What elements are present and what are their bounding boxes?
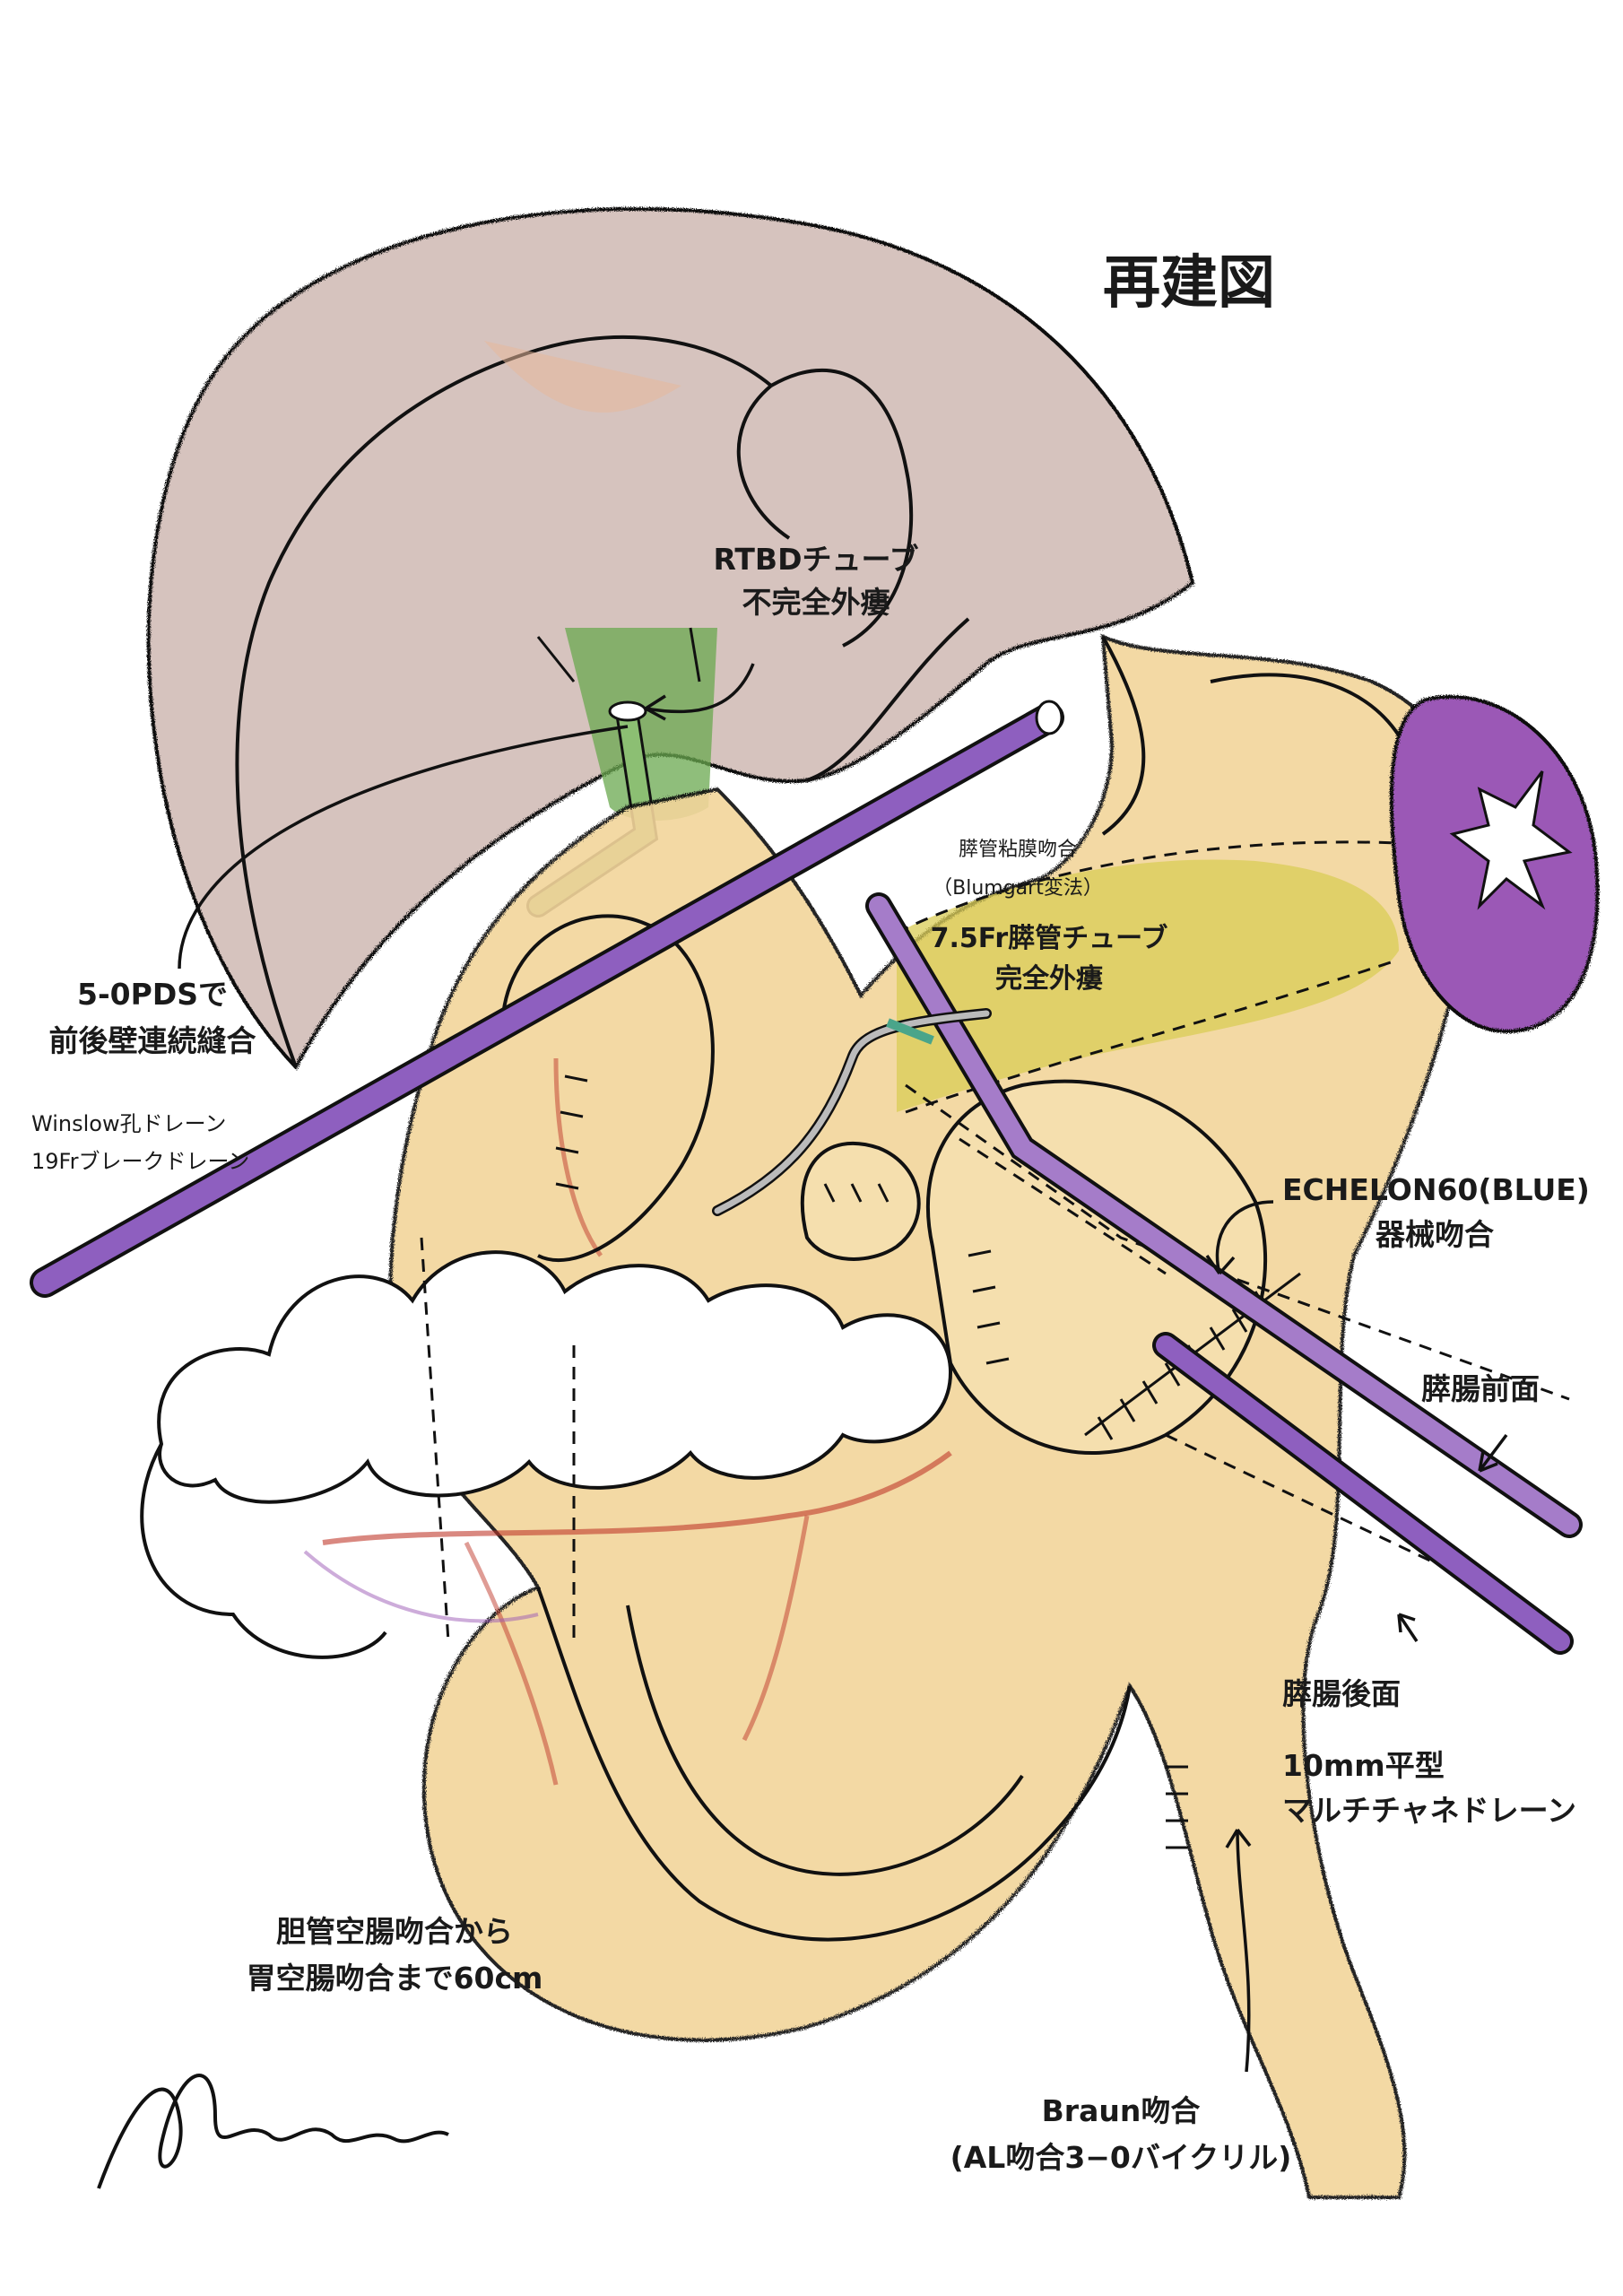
pancreatic-anastomosis-label: 膵管粘膜吻合 （Blumgart変法） bbox=[906, 839, 1130, 900]
pancreatic-drain-posterior bbox=[1152, 1332, 1574, 1655]
pancreatic-anastomosis-line1: 膵管粘膜吻合 bbox=[958, 839, 1077, 861]
winslow-label-line2: 19Frブレークドレーン bbox=[31, 1148, 250, 1174]
diagram-title: 再建図 bbox=[1103, 250, 1275, 317]
braun-anastomosis-label: Braun吻合 (AL吻合3−0バイクリル) bbox=[942, 2094, 1300, 2175]
pancreas bbox=[896, 840, 1400, 1114]
pancreatic-anastomosis-line2: （Blumgart変法） bbox=[933, 877, 1103, 900]
echelon-label-line1: ECHELON60(BLUE) bbox=[1282, 1172, 1590, 1207]
loop-length-line1: 胆管空腸吻合から bbox=[276, 1914, 513, 1949]
drain-label-line2: マルチチャネドレーン bbox=[1282, 1792, 1577, 1828]
signature bbox=[97, 2074, 449, 2189]
pancreatic-duct-tube-line2: 完全外瘻 bbox=[995, 962, 1103, 995]
pancreatic-duct-tube bbox=[712, 1008, 992, 1216]
rtbd-label-line1: RTBDチューブ bbox=[713, 542, 919, 577]
multichannel-drain-label: 10mm平型 マルチチャネドレーン bbox=[1282, 1749, 1576, 1828]
suture-marks bbox=[555, 1074, 1188, 1849]
rtbd-label-line2: 不完全外瘻 bbox=[742, 584, 890, 620]
pancreatic-duct-tube-label: 7.5Fr膵管チューブ 完全外瘻 bbox=[915, 923, 1184, 995]
spleen bbox=[1389, 694, 1600, 1034]
braun-label-line1: Braun吻合 bbox=[1041, 2093, 1201, 2128]
pancreaticojejunal-posterior-label: 膵腸後面 bbox=[1282, 1676, 1401, 1711]
winslow-drain bbox=[30, 700, 1064, 1298]
echelon-anastomosis-label: ECHELON60(BLUE) 器械吻合 bbox=[1282, 1172, 1590, 1252]
annotation-arrows bbox=[178, 663, 1508, 2073]
loop-length-label: 胆管空腸吻合から 胃空腸吻合まで60cm bbox=[233, 1915, 556, 1996]
rtbd-tube-label: RTBDチューブ 不完全外瘻 bbox=[681, 543, 950, 620]
pds-label-line1: 5-0PDSで bbox=[77, 977, 228, 1012]
pancreaticojejunal-anterior-label: 膵腸前面 bbox=[1421, 1371, 1540, 1406]
pancreatic-drain-anterior bbox=[865, 892, 1583, 1538]
drain-label-line1: 10mm平型 bbox=[1282, 1748, 1445, 1783]
jejunal-loop bbox=[500, 914, 1132, 1942]
transverse-colon bbox=[140, 1250, 953, 1659]
pds-label-line2: 前後壁連続縫合 bbox=[48, 1022, 256, 1058]
winslow-drain-label: Winslow孔ドレーン 19Frブレークドレーン bbox=[31, 1111, 250, 1174]
echelon-label-line2: 器械吻合 bbox=[1376, 1216, 1494, 1252]
mesenteric-vessels bbox=[303, 1057, 952, 1786]
winslow-label-line1: Winslow孔ドレーン bbox=[31, 1111, 227, 1136]
pds-suture-label: 5-0PDSで 前後壁連続縫合 bbox=[18, 978, 287, 1058]
loop-length-line2: 胃空腸吻合まで60cm bbox=[246, 1960, 543, 1996]
bile-duct bbox=[536, 627, 717, 821]
pancreatic-duct-tube-line1: 7.5Fr膵管チューブ bbox=[930, 923, 1168, 954]
braun-label-line2: (AL吻合3−0バイクリル) bbox=[950, 2139, 1292, 2175]
